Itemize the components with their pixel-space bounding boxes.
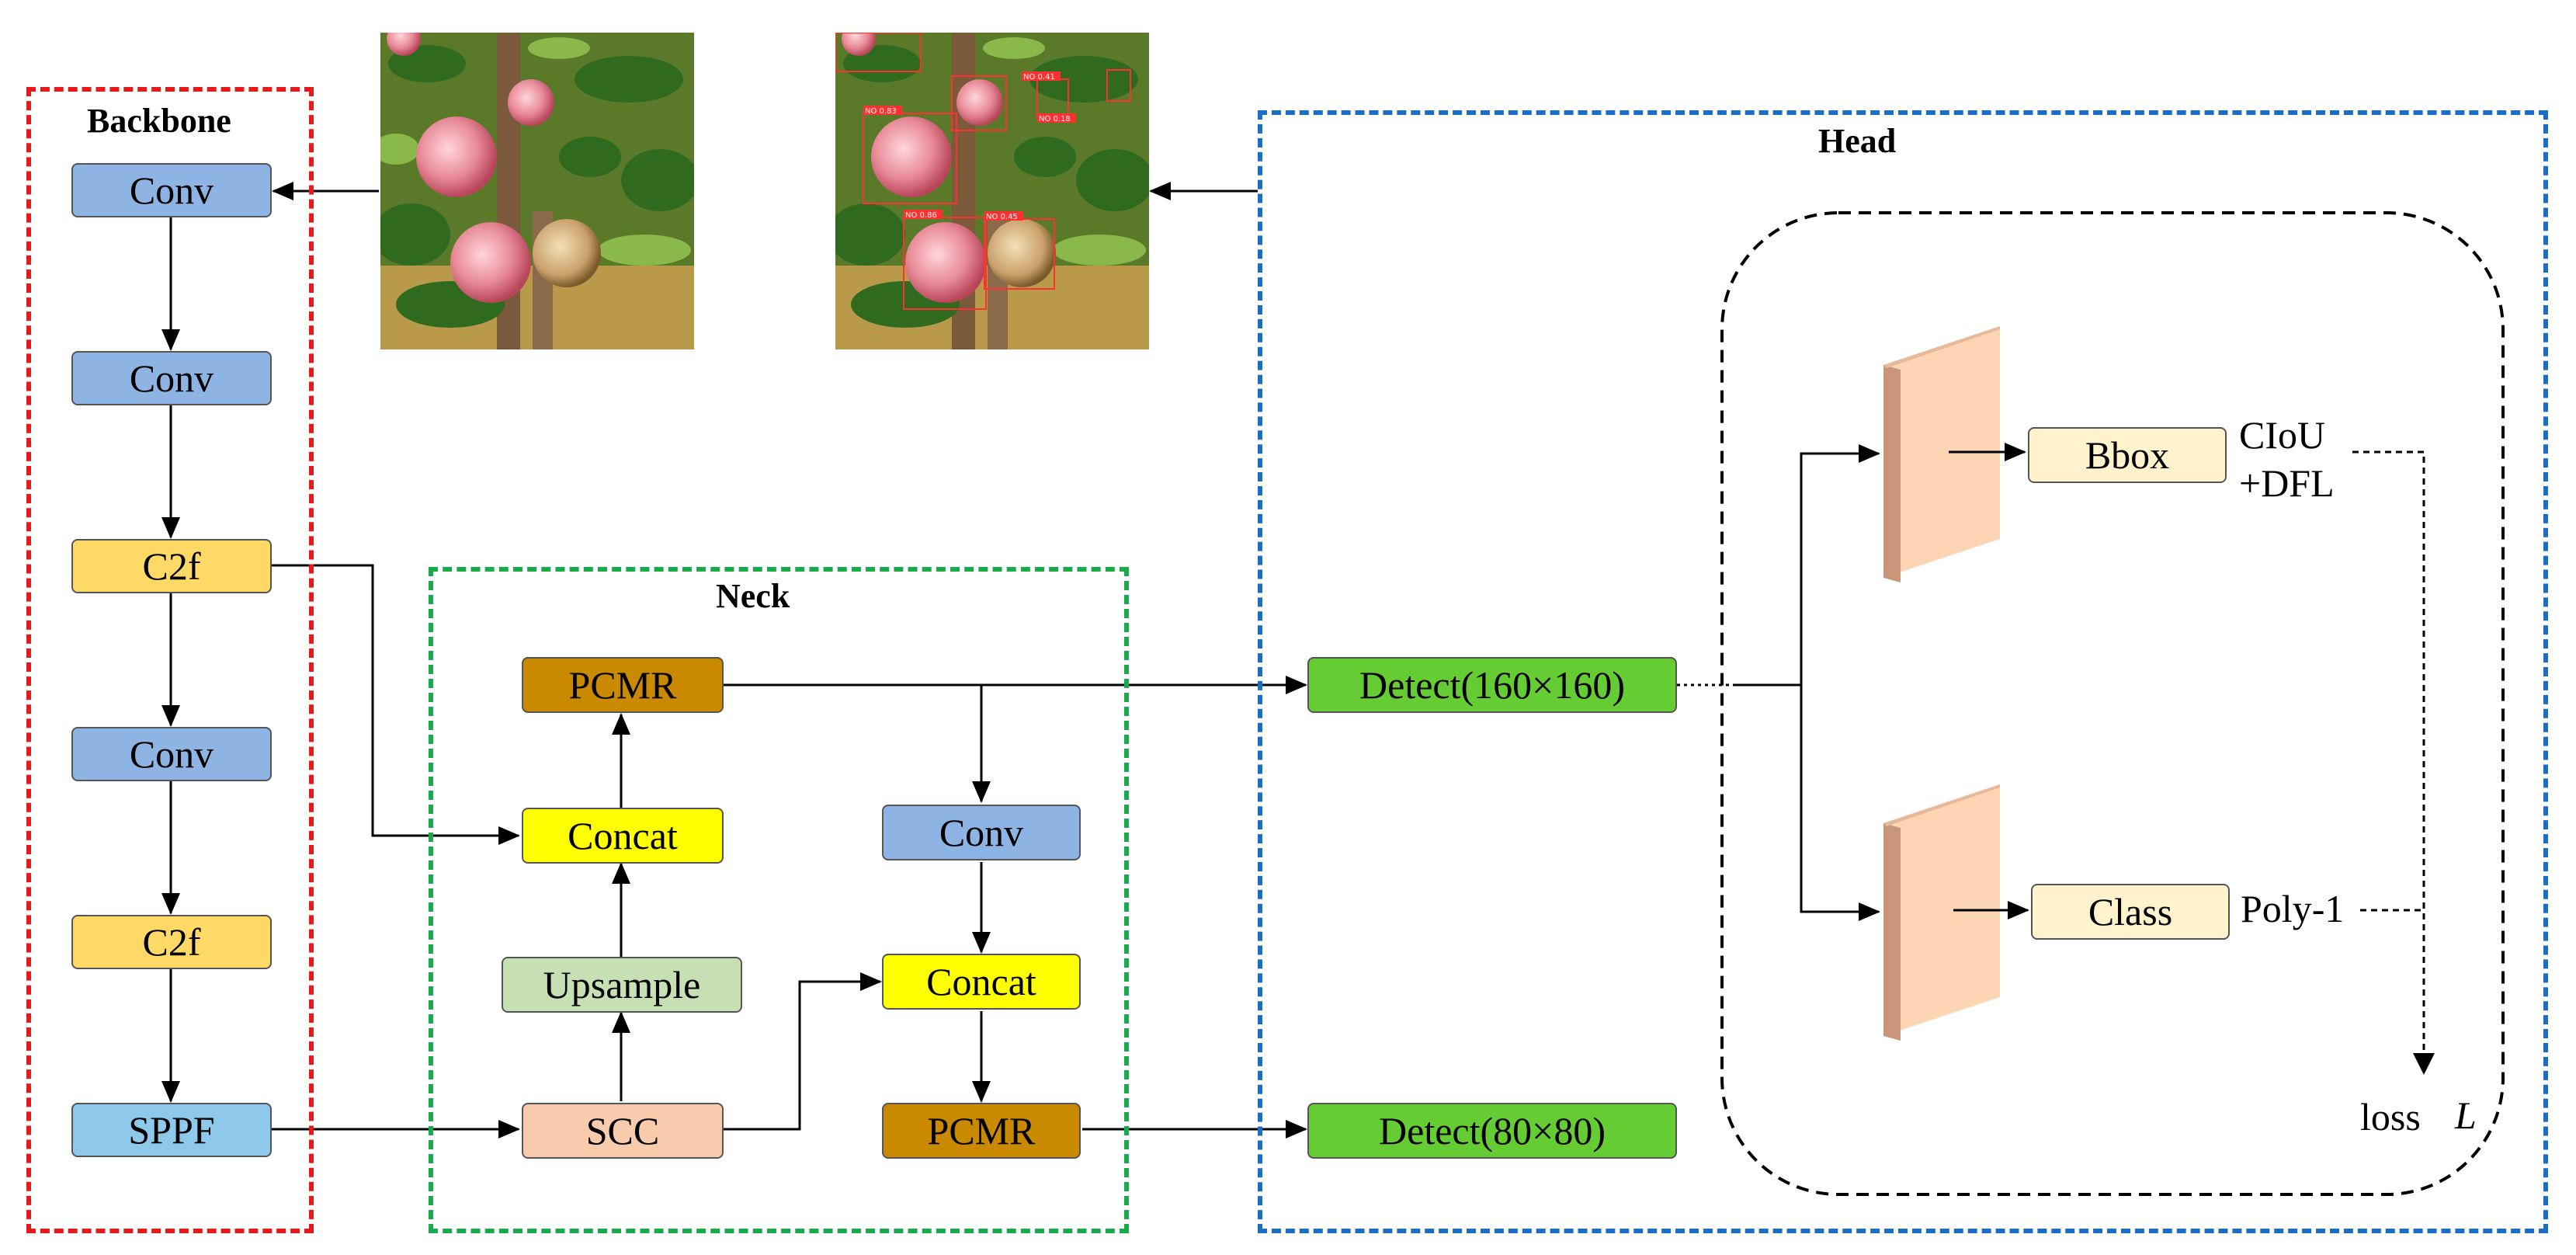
detect-large: Detect(160×160): [1307, 657, 1677, 713]
class-branch: Class: [2031, 884, 2230, 940]
neck-upsample: Upsample: [502, 957, 742, 1013]
detection-label-1: NO 0.83: [865, 107, 897, 116]
dotted-bbox-loss: [2352, 450, 2425, 1070]
backbone-conv-3: Conv: [71, 727, 272, 781]
neck-pcmr-bottom: PCMR: [882, 1103, 1081, 1159]
backbone-conv-2: Conv: [71, 351, 272, 405]
backbone-region: [26, 87, 314, 1233]
head-title: Head: [1818, 122, 1897, 160]
backbone-sppf: SPPF: [71, 1103, 272, 1157]
arrow-split-bottom: [1800, 685, 1880, 921]
neck-pcmr-top: PCMR: [522, 657, 724, 713]
detection-label-4: NO 0.18: [1039, 115, 1071, 123]
class-loss-label: Poly-1: [2241, 887, 2345, 930]
feature-map-top: [1883, 326, 2000, 582]
backbone-conv-1: Conv: [71, 163, 272, 217]
loss-word: loss: [2360, 1095, 2421, 1139]
feature-map-bottom: [1883, 784, 2000, 1041]
bbox-loss-line2: +DFL: [2239, 461, 2335, 505]
arrow-scc-concat: [724, 972, 882, 1131]
bbox-branch: Bbox: [2028, 427, 2227, 483]
neck-scc: SCC: [522, 1103, 724, 1159]
detection-label-2: NO 0.86: [905, 211, 937, 220]
head-region: [1258, 110, 2548, 1233]
arrow-split-top: [1800, 444, 1880, 685]
bbox-loss-line1: CIoU: [2239, 413, 2326, 457]
detection-label-5: NO 0.45: [986, 213, 1018, 221]
neck-title: Neck: [716, 577, 790, 615]
detection-label-3: NO 0.41: [1023, 73, 1055, 82]
output-image: NO 0.83 NO 0.86 NO 0.41 NO 0.18 NO 0.45: [835, 33, 1149, 349]
neck-region: [429, 567, 1129, 1233]
backbone-c2f-2: C2f: [71, 915, 272, 969]
arrow-c2f1-concat: [272, 564, 520, 845]
input-image-graphic: [380, 33, 694, 349]
loss-symbol: L: [2455, 1093, 2477, 1137]
head-module-container: [1720, 211, 2505, 1196]
backbone-c2f-1: C2f: [71, 539, 272, 593]
output-image-graphic: NO 0.83 NO 0.86 NO 0.41 NO 0.18 NO 0.45: [835, 33, 1149, 349]
neck-concat-left: Concat: [522, 808, 724, 864]
neck-conv: Conv: [882, 805, 1081, 860]
arrowhead-loss: [2413, 1053, 2435, 1075]
input-image: [380, 33, 694, 349]
backbone-title: Backbone: [87, 102, 231, 140]
detect-small: Detect(80×80): [1307, 1103, 1677, 1159]
neck-concat-right: Concat: [882, 954, 1081, 1010]
